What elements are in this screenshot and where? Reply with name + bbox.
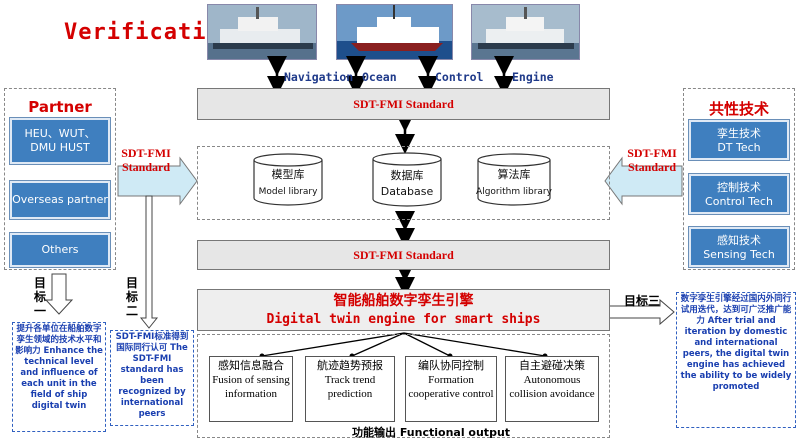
tech-box-sensing: 感知技术 Sensing Tech	[689, 227, 789, 267]
digital-twin-engine: 智能船舶数字孪生引擎 Digital twin engine for smart…	[197, 289, 610, 331]
database: 数据库 Database	[368, 150, 446, 208]
common-tech-standard-label: SDT-FMI Standard	[627, 146, 677, 174]
function-formation-control: 编队协同控制 Formation cooperative control	[405, 356, 497, 422]
ship-photo-2	[336, 4, 453, 60]
goal2-note: SDT-FMI标准得到国际同行认可 The SDT-FMI standard h…	[110, 330, 194, 426]
algorithm-library-zh: 算法库	[497, 168, 531, 181]
sdt-fmi-bar-mid: SDT-FMI Standard	[197, 240, 610, 270]
tech-box-control: 控制技术 Control Tech	[689, 174, 789, 214]
tech-box-control-en: Control Tech	[705, 195, 773, 208]
partner-title: Partner	[28, 98, 92, 116]
function-track-prediction-zh: 航迹趋势预报	[317, 360, 383, 372]
functional-output-region	[197, 334, 610, 438]
function-sensing-fusion-zh: 感知信息融合	[218, 360, 284, 372]
cylinder-icon	[477, 153, 551, 206]
verification-label-engine: Engine	[512, 70, 554, 84]
model-library-zh: 模型库	[271, 168, 305, 181]
tech-box-control-zh: 控制技术	[717, 181, 761, 194]
goal2-label: 目标二	[126, 276, 139, 318]
verification-title: Verification	[64, 20, 235, 45]
function-sensing-fusion-en: Fusion of sensing information	[212, 374, 290, 400]
engine-title-zh: 智能船舶数字孪生引擎	[333, 293, 474, 309]
function-sensing-fusion: 感知信息融合 Fusion of sensing information	[209, 356, 293, 422]
function-track-prediction-en: Track trend prediction	[324, 374, 376, 400]
function-collision-avoidance-en: Autonomous collision avoidance	[509, 374, 595, 400]
tech-box-sensing-en: Sensing Tech	[703, 248, 775, 261]
model-library: 模型库 Model library	[248, 152, 328, 206]
partner-panel	[4, 88, 116, 270]
partner-box-others: Others	[10, 233, 110, 267]
engine-title-en: Digital twin engine for smart ships	[266, 312, 541, 327]
common-tech-title: 共性技术	[708, 100, 769, 118]
algorithm-library: 算法库 Algorithm library	[472, 152, 556, 206]
verification-label-navigation: Navigation	[284, 70, 354, 84]
sdt-fmi-bar-top: SDT-FMI Standard	[197, 88, 610, 120]
goal3-note: 数字孪生引擎经过国内外同行试用迭代，达到可广泛推广能力 After trial …	[676, 292, 796, 428]
tech-box-sensing-zh: 感知技术	[717, 234, 761, 247]
common-tech-panel	[683, 88, 795, 270]
tech-box-dt-en: DT Tech	[717, 141, 761, 154]
partner-box-overseas: Overseas partner	[10, 181, 110, 219]
functional-output-label: 功能输出 Functional output	[352, 426, 511, 439]
database-en: Database	[380, 185, 434, 198]
verification-label-control: Control	[435, 70, 484, 84]
goal1-note: 提升各单位在船舶数字孪生领域的技术水平和影响力 Enhance the tech…	[12, 322, 106, 432]
tech-box-dt-zh: 孪生技术	[717, 127, 761, 140]
tech-box-dt: 孪生技术 DT Tech	[689, 120, 789, 160]
function-track-prediction: 航迹趋势预报 Track trend prediction	[305, 356, 395, 422]
ship-photo-3	[471, 4, 580, 60]
function-collision-avoidance-zh: 自主避碰决策	[519, 360, 585, 372]
algorithm-library-en: Algorithm library	[476, 187, 552, 197]
partner-box-universities: HEU、WUT、DMU HUST	[10, 118, 110, 164]
goal3-label: 目标三	[624, 294, 661, 308]
database-zh: 数据库	[390, 169, 424, 182]
verification-label-ocean: Ocean	[362, 70, 397, 84]
library-region	[197, 146, 610, 220]
goal1-label: 目标一	[34, 276, 47, 318]
partner-standard-label: SDT-FMI Standard	[121, 146, 171, 174]
function-collision-avoidance: 自主避碰决策 Autonomous collision avoidance	[505, 356, 599, 422]
function-formation-control-zh: 编队协同控制	[418, 360, 484, 372]
cylinder-icon	[372, 152, 442, 207]
cylinder-icon	[253, 153, 323, 206]
ship-photo-1	[207, 4, 317, 60]
function-formation-control-en: Formation cooperative control	[408, 374, 494, 400]
model-library-en: Model library	[258, 187, 318, 197]
